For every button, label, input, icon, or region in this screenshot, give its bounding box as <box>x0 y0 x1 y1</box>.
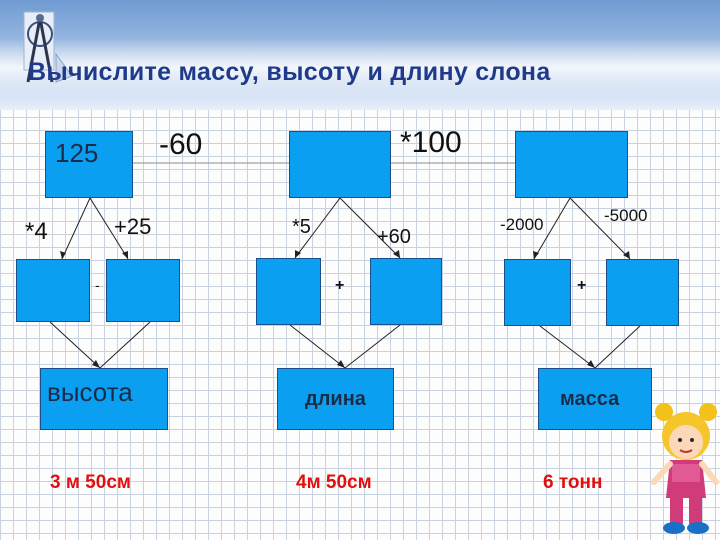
op-times-5: *5 <box>292 216 311 238</box>
op-right-between: + <box>577 277 587 294</box>
right-box-b <box>606 259 679 326</box>
mass-label: масса <box>560 388 620 410</box>
middle-top-box <box>289 131 391 198</box>
mass-result-box: масса <box>538 368 652 430</box>
compass-logo-icon <box>23 11 73 83</box>
left-box-a <box>16 259 90 322</box>
op-left-between: - <box>95 277 100 293</box>
op-middle-between: + <box>335 277 345 294</box>
header-glow <box>0 38 720 98</box>
op-minus-2000: -2000 <box>500 215 544 234</box>
middle-box-b <box>370 258 442 325</box>
op-minus-5000: -5000 <box>604 206 648 225</box>
op-plus-60: +60 <box>377 226 411 248</box>
op-minus-60: -60 <box>159 128 203 161</box>
length-result-box: длина <box>277 368 394 430</box>
length-label: длина <box>305 388 366 410</box>
answer-height: 3 м 50см <box>50 472 131 493</box>
middle-box-a <box>256 258 321 325</box>
left-box-b <box>106 259 180 322</box>
height-result-box: высота <box>40 368 168 430</box>
op-plus-25: +25 <box>114 214 152 239</box>
op-times-100: *100 <box>400 126 462 159</box>
height-label: высота <box>47 377 133 407</box>
start-value: 125 <box>55 138 99 168</box>
start-box: 125 <box>45 131 133 198</box>
cartoon-girl-icon <box>651 403 719 534</box>
page-title: Вычислите массу, высоту и длину слона <box>28 58 551 86</box>
answer-mass: 6 тонн <box>543 472 603 493</box>
right-box-a <box>504 259 571 326</box>
answer-length: 4м 50см <box>296 472 372 493</box>
right-top-box <box>515 131 628 198</box>
op-times-4: *4 <box>25 218 48 245</box>
